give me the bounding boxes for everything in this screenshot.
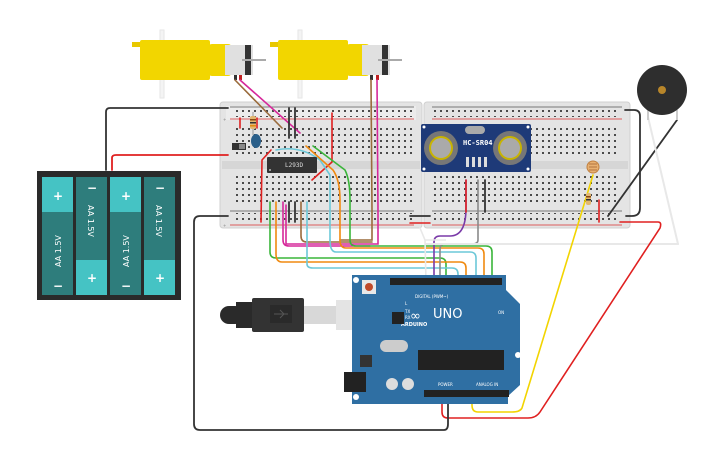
power-header-label: POWER	[438, 382, 453, 387]
wire-orange[interactable]	[305, 145, 341, 241]
rail-plus-label: +	[223, 223, 226, 228]
cell-label: AA 1.5V	[154, 205, 163, 237]
resistor[interactable]	[586, 193, 591, 205]
motor-driver-chip[interactable]: L293D	[267, 157, 317, 173]
analog-header-label: ANALOG IN	[476, 382, 498, 387]
led-l-label: L	[405, 301, 408, 306]
wire-orange[interactable]	[339, 239, 485, 281]
wire-pink[interactable]	[285, 79, 379, 245]
model-label: UNO	[433, 307, 462, 322]
dc-motor-2[interactable]	[270, 29, 402, 99]
led-tx-label: TX	[404, 309, 410, 314]
wire-green[interactable]	[312, 145, 351, 241]
minus-sign: −	[53, 279, 63, 293]
digital-header-label: DIGITAL (PWM~)	[415, 294, 449, 299]
rail-plus-label: +	[223, 117, 226, 122]
wire-black[interactable]	[193, 215, 449, 431]
wire-black[interactable]	[624, 109, 641, 217]
minus-sign: −	[121, 279, 131, 293]
wire-green[interactable]	[349, 239, 493, 281]
led-rx-label: RX	[405, 315, 411, 320]
wire-red[interactable]	[311, 112, 333, 181]
wire-black[interactable]	[105, 107, 229, 171]
plus-sign: +	[155, 271, 165, 285]
battery-cell-4: − + AA 1.5V	[144, 177, 175, 295]
wire-red[interactable]	[441, 221, 662, 419]
wire-pink[interactable]	[239, 79, 301, 134]
slide-switch[interactable]	[232, 143, 246, 150]
wire-cyan[interactable]	[329, 239, 477, 281]
wire-white[interactable]	[419, 227, 446, 283]
arduino-uno[interactable]: DIGITAL (PWM~) ∞ UNO ARDUINO L TX RX ON …	[344, 275, 521, 404]
wire-cyan[interactable]	[306, 201, 459, 281]
wire-red[interactable]	[260, 149, 272, 223]
sensor-label: HC-SR04	[463, 139, 493, 147]
plus-sign: +	[53, 189, 63, 203]
wire-cyan[interactable]	[275, 147, 331, 241]
digital-pin-labels: DIGITAL (PWM~)	[415, 294, 449, 299]
wire-red[interactable]	[111, 154, 229, 171]
cell-label: AA 1.5V	[54, 235, 63, 267]
battery-cell-1: + − AA 1.5V	[42, 177, 73, 295]
piezo-buzzer[interactable]	[637, 65, 687, 120]
brand-label: ARDUINO	[401, 322, 427, 328]
capacitor[interactable]	[251, 134, 261, 148]
wires[interactable]	[105, 79, 679, 431]
minus-sign: −	[155, 181, 165, 195]
battery-cell-3: + − AA 1.5V	[110, 177, 141, 295]
usb-cable[interactable]	[220, 298, 372, 332]
dc-motor-1[interactable]	[132, 29, 266, 99]
resistor[interactable]	[250, 112, 256, 135]
battery-cell-2: − + AA 1.5V	[76, 177, 107, 295]
battery-pack[interactable]: + − AA 1.5V − + AA 1.5V + − AA 1.5V − + …	[37, 171, 181, 300]
wire-pink[interactable]	[282, 201, 371, 247]
plus-sign: +	[121, 189, 131, 203]
chip-label: L293D	[285, 162, 303, 169]
on-led-label: ON	[498, 310, 504, 315]
wire-white[interactable]	[647, 116, 679, 245]
wire-brown[interactable]	[234, 79, 283, 129]
ultrasonic-sensor[interactable]: HC-SR04	[421, 124, 531, 172]
arduino-logo: ∞	[410, 309, 421, 324]
wire-black[interactable]	[607, 119, 678, 217]
cell-label: AA 1.5V	[122, 235, 131, 267]
wire-orange[interactable]	[275, 201, 467, 281]
wire-brown[interactable]	[339, 79, 373, 241]
minus-sign: −	[87, 181, 97, 195]
photoresistor[interactable]	[586, 160, 600, 174]
cell-label: AA 1.5V	[86, 205, 95, 237]
plus-sign: +	[87, 271, 97, 285]
wire-yellow[interactable]	[471, 174, 594, 413]
